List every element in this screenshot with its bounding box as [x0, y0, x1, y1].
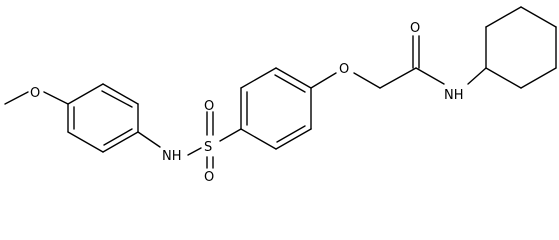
bond-s-ring2 — [219, 128, 242, 142]
cyclohexyl-ring — [485, 6, 557, 89]
amide-nh-label: NH — [444, 88, 464, 103]
sulfonyl-o-top-label: O — [204, 99, 214, 114]
central-phenyl-ring — [240, 67, 312, 150]
bond-nh-cyclohexyl — [467, 67, 487, 85]
methoxyphenyl-ring — [67, 83, 139, 153]
bond-ring2-ether-o — [310, 72, 337, 89]
ether-o-label: O — [339, 62, 349, 77]
bond-methyl-o — [4, 91, 29, 105]
sulfonyl-o-bottom-label: O — [204, 170, 214, 185]
bond-nh-s — [187, 147, 202, 156]
bond-ether-o-ch2 — [353, 72, 381, 89]
bond-carbonyl-nh — [415, 67, 445, 85]
sulfonamide-nh-label: NH — [162, 149, 182, 164]
bond-o-ring1 — [43, 91, 69, 105]
bond-ch2-carbonyl — [379, 67, 417, 89]
sulfur-label: S — [204, 140, 212, 155]
carbonyl-o-label: O — [410, 21, 420, 36]
bond-ring1-nh — [137, 131, 161, 148]
methoxy-o-label: O — [30, 86, 40, 101]
structure-diagram: O NH S O O O O NH — [4, 6, 557, 185]
molecule-drawing: O NH S O O O O NH — [4, 6, 557, 185]
